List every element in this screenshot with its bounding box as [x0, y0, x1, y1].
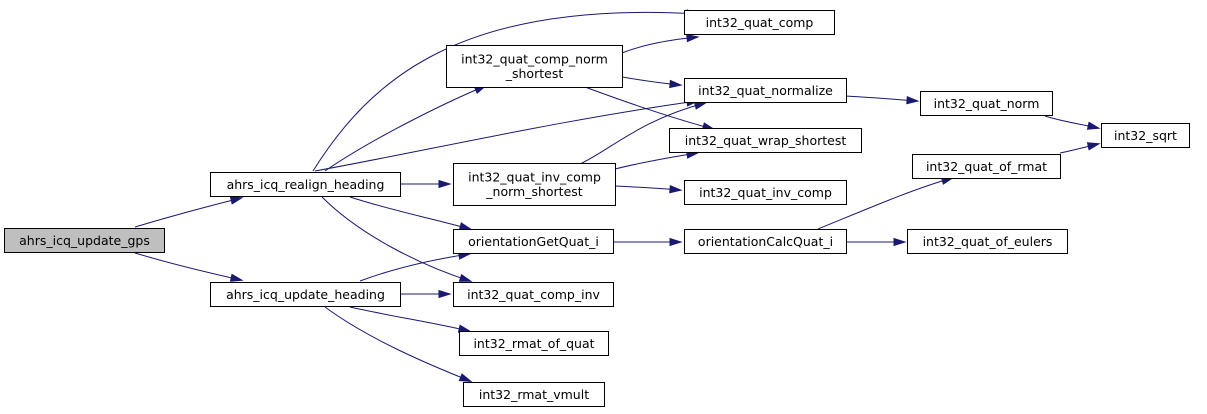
node-box [684, 229, 847, 254]
node-box [684, 180, 847, 205]
arrowhead-root-to-realign [229, 196, 244, 205]
edge-update_heading-to-orientation_get [359, 251, 472, 282]
node-comp-inv[interactable]: int32_quat_comp_inv [453, 282, 614, 307]
node-box [210, 172, 401, 197]
node-label: int32_rmat_of_quat [473, 336, 594, 351]
node-box [920, 91, 1053, 116]
call-graph-nodes: ahrs_icq_update_gps ahrs_icq_realign_head… [4, 10, 1190, 407]
arrowhead-comp_norm_shortest-to-normalize [669, 79, 683, 89]
edge-update_heading-to-comp_inv [399, 289, 452, 299]
node-label: int32_quat_of_rmat [926, 159, 1047, 174]
arrowhead-update_heading-to-comp_inv [438, 289, 452, 299]
node-quat-comp[interactable]: int32_quat_comp [684, 10, 835, 35]
node-update-heading[interactable]: ahrs_icq_update_heading [210, 282, 401, 307]
node-wrap-shortest[interactable]: int32_quat_wrap_shortest [669, 128, 862, 153]
node-inv-comp-norm-shortest[interactable]: int32_quat_inv_comp_norm_shortest [453, 163, 616, 206]
node-label: orientationCalcQuat_i [698, 234, 833, 249]
node-orientation-calc[interactable]: orientationCalcQuat_i [684, 229, 847, 254]
edge-realign-to-quat_comp [312, 9, 700, 172]
arrowhead-realign-to-inv_comp_norm_shortest [438, 179, 452, 189]
node-box [453, 163, 616, 206]
edge-comp_norm_shortest-to-normalize [621, 76, 683, 89]
node-realign[interactable]: ahrs_icq_realign_heading [210, 172, 401, 197]
node-rmat-of-quat[interactable]: int32_rmat_of_quat [459, 331, 609, 356]
node-box [907, 229, 1068, 254]
node-quat-of-eulers[interactable]: int32_quat_of_eulers [907, 229, 1068, 254]
arrowhead-quat_norm-to-sqrt [1086, 121, 1101, 130]
node-box [463, 382, 605, 407]
node-box [446, 45, 623, 88]
edge-realign-to-normalize [314, 98, 700, 172]
node-root[interactable]: ahrs_icq_update_gps [4, 228, 165, 253]
node-label: int32_rmat_vmult [479, 387, 589, 402]
edge-update_heading-to-rmat_vmult [324, 306, 473, 382]
node-comp-norm-shortest[interactable]: int32_quat_comp_norm_shortest [446, 45, 623, 88]
arrowhead-quat_of_rmat-to-sqrt [1086, 142, 1101, 151]
arrowhead-orientation_get-to-orientation_calc [669, 237, 683, 247]
node-label: int32_quat_comp_norm [461, 52, 608, 67]
arrowhead-inv_comp_norm_shortest-to-inv_comp [669, 184, 683, 194]
node-normalize[interactable]: int32_quat_normalize [684, 78, 847, 103]
node-quat-norm[interactable]: int32_quat_norm [920, 91, 1053, 116]
node-label: int32_quat_normalize [698, 83, 833, 98]
edge-realign-to-orientation_get [349, 196, 473, 231]
arrowhead-update_heading-to-rmat_vmult [458, 373, 473, 382]
node-quat-of-rmat[interactable]: int32_quat_of_rmat [912, 154, 1061, 179]
node-rmat-vmult[interactable]: int32_rmat_vmult [463, 382, 605, 407]
edge-inv_comp_norm_shortest-to-wrap_shortest [614, 150, 700, 170]
edge-orientation_get-to-orientation_calc [612, 237, 683, 247]
edge-quat_of_rmat-to-sqrt [1059, 142, 1101, 154]
node-sqrt[interactable]: int32_sqrt [1101, 123, 1190, 148]
node-label: int32_quat_comp [706, 15, 814, 30]
node-label: int32_quat_inv_comp [699, 185, 832, 200]
edge-normalize-to-quat_norm [845, 95, 920, 105]
edge-update_heading-to-rmat_of_quat [349, 306, 472, 333]
node-label: int32_quat_inv_comp [468, 170, 601, 185]
node-box [4, 228, 165, 253]
arrowhead-inv_comp_norm_shortest-to-normalize [693, 101, 708, 110]
edge-root-to-realign [134, 196, 244, 228]
arrowhead-realign-to-orientation_get [458, 222, 473, 231]
node-label: ahrs_icq_update_heading [226, 287, 385, 302]
node-label: int32_quat_comp_inv [467, 287, 600, 302]
edge-realign-to-inv_comp_norm_shortest [400, 179, 452, 189]
node-label: int32_quat_wrap_shortest [685, 133, 847, 148]
arrowhead-comp_norm_shortest-to-quat_comp [686, 33, 700, 43]
node-box [210, 282, 401, 307]
edge-realign-to-comp_inv [321, 196, 473, 282]
node-box [453, 229, 614, 254]
node-label: int32_quat_of_eulers [923, 234, 1053, 249]
node-box [684, 10, 835, 35]
node-label-line2: _shortest [505, 66, 564, 81]
node-label-line2: _norm_shortest [485, 184, 582, 199]
node-label: int32_quat_norm [934, 96, 1040, 111]
node-box [1101, 123, 1190, 148]
edge-realign-to-comp_norm_shortest [324, 84, 488, 172]
node-orientation-get[interactable]: orientationGetQuat_i [453, 229, 614, 254]
node-box [453, 282, 614, 307]
node-box [684, 78, 847, 103]
node-label: int32_sqrt [1114, 128, 1177, 143]
arrowhead-realign-to-comp_inv [458, 273, 473, 282]
edge-root-to-update_heading [134, 252, 244, 282]
edge-inv_comp_norm_shortest-to-inv_comp [614, 184, 683, 194]
arrowhead-normalize-to-quat_norm [906, 96, 920, 105]
edge-orientation_calc-to-quat_of_eulers [845, 237, 907, 247]
node-box [912, 154, 1061, 179]
arrowhead-orientation_calc-to-quat_of_eulers [893, 237, 907, 247]
node-box [459, 331, 609, 356]
node-inv-comp[interactable]: int32_quat_inv_comp [684, 180, 847, 205]
node-label: ahrs_icq_realign_heading [227, 177, 385, 192]
arrowhead-root-to-update_heading [229, 273, 244, 282]
node-label: ahrs_icq_update_gps [19, 233, 150, 248]
node-label: orientationGetQuat_i [468, 234, 599, 249]
node-box [669, 128, 862, 153]
edge-comp_norm_shortest-to-quat_comp [621, 33, 700, 54]
edge-quat_norm-to-sqrt [1044, 115, 1101, 130]
